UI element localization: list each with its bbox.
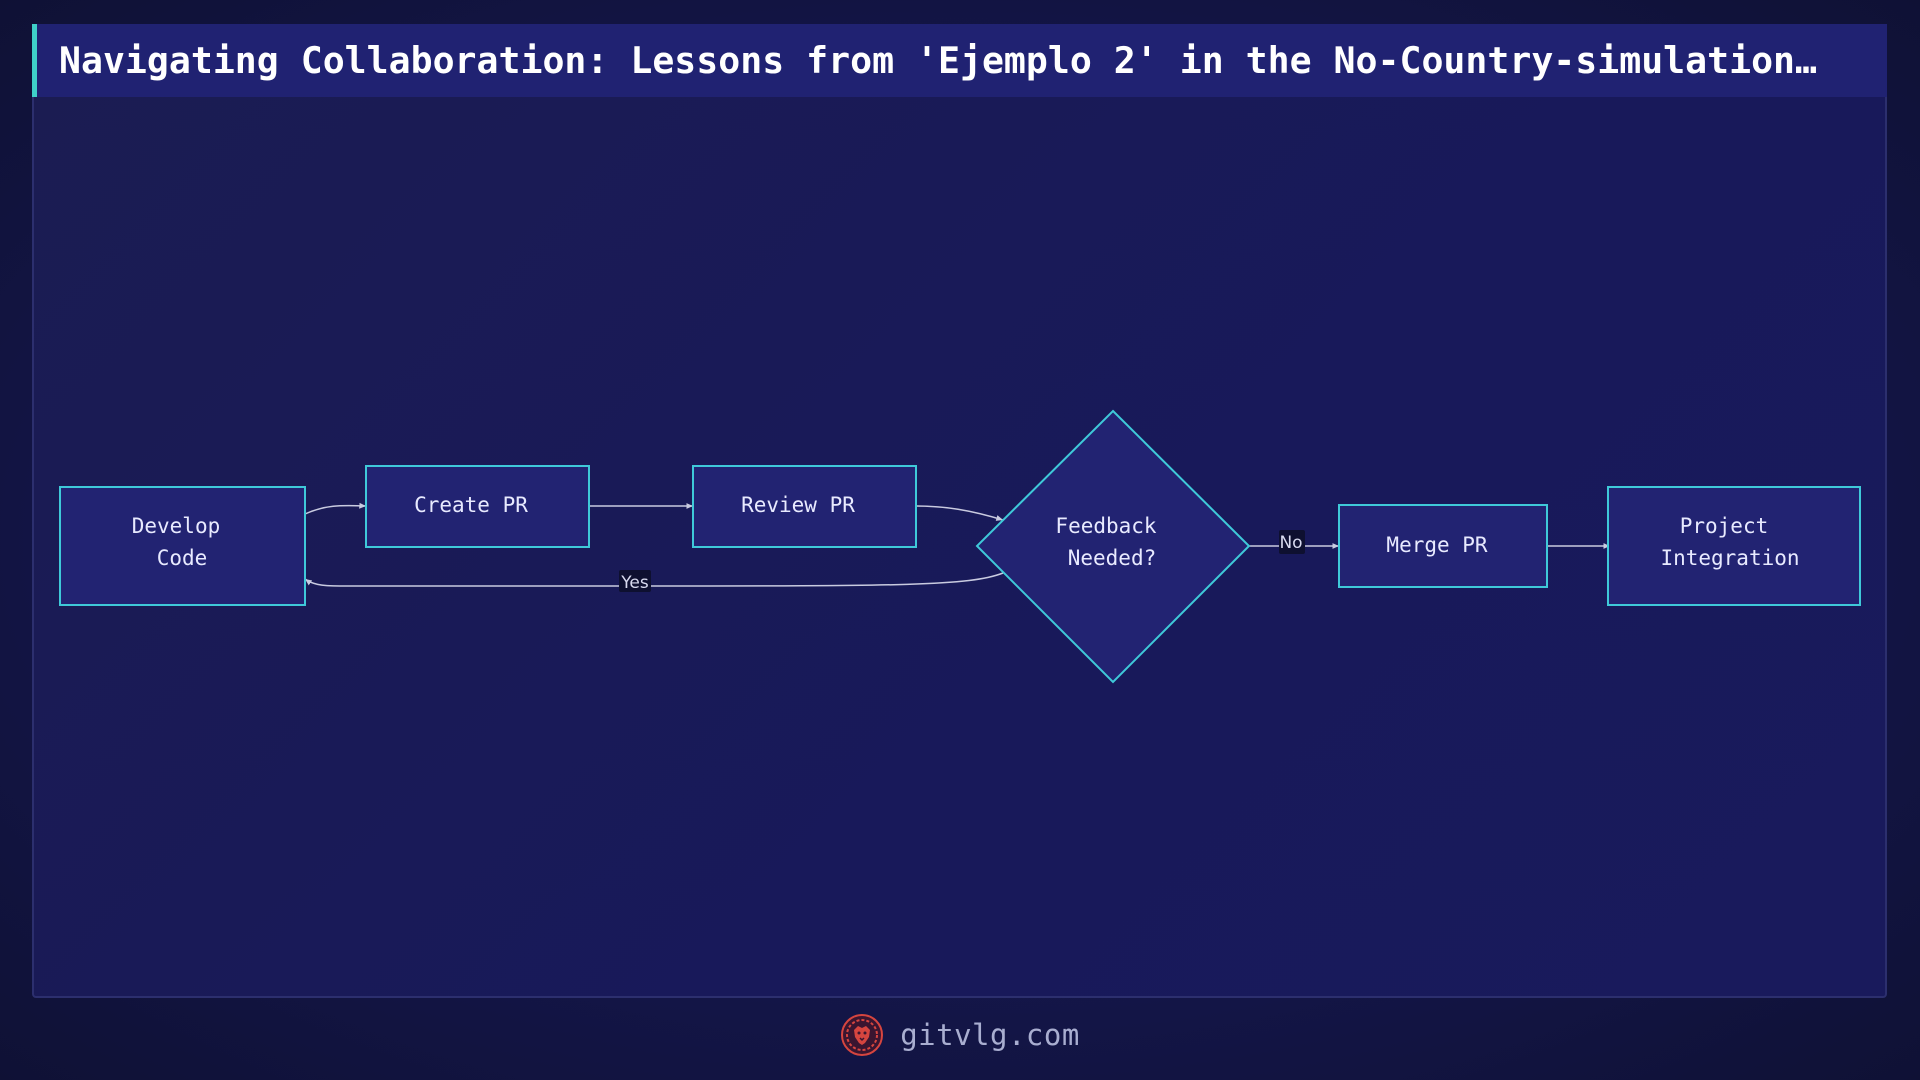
node-feedback-needed: Feedback Needed? bbox=[975, 409, 1251, 684]
yes-label-bg bbox=[619, 570, 651, 592]
node-feedback-line-2: Needed? bbox=[1068, 546, 1157, 570]
title-bar: Navigating Collaboration: Lessons from '… bbox=[32, 24, 1887, 97]
edge-review-to-feedback bbox=[915, 505, 1004, 521]
node-integration-line-2: Integration bbox=[1660, 546, 1799, 570]
node-feedback-line-1: Feedback bbox=[1055, 514, 1157, 538]
yes-label: Yes bbox=[620, 573, 649, 593]
lion-head-icon bbox=[841, 1014, 884, 1056]
node-develop-code: Develop Code bbox=[59, 486, 306, 606]
no-label-bg bbox=[1279, 530, 1305, 554]
node-review-pr-label: Review PR bbox=[741, 493, 855, 517]
footer: gitvlg.com bbox=[0, 1010, 1920, 1060]
node-review-pr: Review PR bbox=[692, 465, 917, 548]
edge-feedback-yes-to-develop bbox=[304, 572, 1004, 587]
no-label: No bbox=[1279, 533, 1302, 553]
node-project-integration: Project Integration bbox=[1607, 486, 1861, 606]
diagram-panel bbox=[32, 24, 1887, 998]
node-develop-line-1: Develop bbox=[132, 514, 221, 538]
node-create-pr-label: Create PR bbox=[414, 493, 528, 517]
node-integration-line-1: Project bbox=[1680, 514, 1769, 538]
node-merge-pr-label: Merge PR bbox=[1386, 533, 1488, 557]
edge-develop-to-create bbox=[304, 502, 367, 515]
node-merge-pr: Merge PR bbox=[1338, 504, 1548, 588]
node-create-pr: Create PR bbox=[365, 465, 590, 548]
node-develop-line-2: Code bbox=[157, 546, 208, 570]
footer-site-link[interactable]: gitvlg.com bbox=[900, 1018, 1080, 1052]
